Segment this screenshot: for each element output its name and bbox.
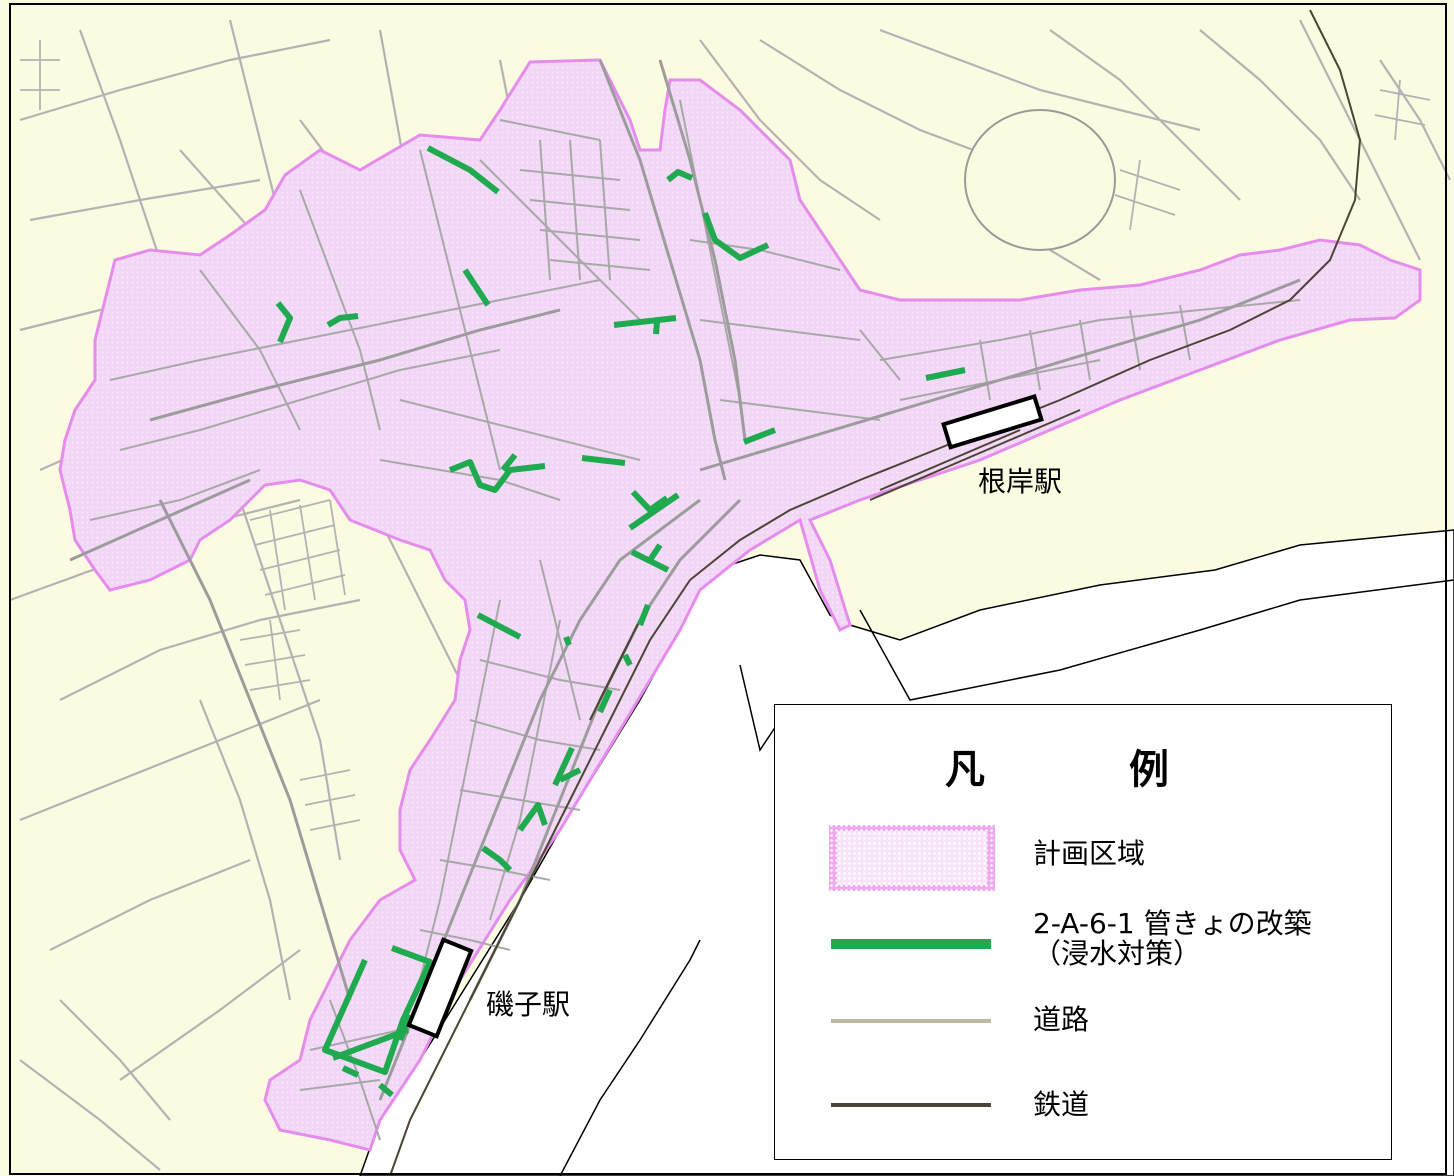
pipe-segment [563,635,572,647]
pipe-segment [558,767,582,783]
pipe-segment [702,211,770,261]
pier [859,579,1454,701]
pipe-segment [462,268,491,307]
pipe-segment [341,1065,360,1078]
park-ground [964,109,1116,251]
legend-swatch-planning-area [829,825,995,891]
map-legend: 凡 例 計画区域 2-A-6-1 管きょの改築 （浸水対策） 道路 鉄道 [774,704,1392,1160]
pipe-segment [653,321,660,335]
pipe-segment [331,1027,410,1061]
station-marker-isogo[interactable] [406,937,474,1039]
pipe-segment [476,612,522,640]
pipe-segment [637,603,651,627]
pipe-segment [742,427,777,445]
legend-swatch-pipe [831,939,991,949]
legend-swatch-road [831,1019,991,1023]
legend-label-planning-area: 計画区域 [1033,837,1146,870]
pipe-segment [517,802,548,832]
pipe-segment [481,845,513,873]
legend-label-pipe: 2-A-6-1 管きょの改築 （浸水対策） [1033,909,1312,969]
pipe-segment [322,945,433,1075]
pipe-segment [630,489,669,513]
legend-swatch-rail [831,1103,991,1107]
pipe-segment [630,549,670,573]
road-network-planning-area [89,99,1301,1141]
station-marker-negishi[interactable] [941,393,1044,450]
pipe-segment [397,1013,413,1042]
legend-label-pipe-line1: 2-A-6-1 管きょの改築 [1033,907,1312,940]
legend-label-rail: 鉄道 [1033,1088,1090,1121]
pipe-segment [326,313,359,328]
station-label-isogo: 磯子駅 [486,988,571,1021]
pier [559,939,701,1176]
pipe-segment [622,653,633,667]
legend-label-pipe-line2: （浸水対策） [1033,937,1202,970]
pipe-segment [275,301,293,344]
pipe-segment [666,169,694,183]
railway [389,9,1362,1176]
legend-swatch-planning-area-inner [837,831,987,885]
legend-label-road: 道路 [1033,1003,1090,1036]
pier [739,664,781,752]
pipe-segment [448,459,546,493]
pipe-segment [500,453,518,472]
pipe-segment [581,455,626,466]
pipe-segment [613,315,677,328]
pipe-segment [647,543,663,562]
pipe-segment [925,367,966,381]
map-frame [9,3,1447,1175]
pipe-segment [378,1082,394,1098]
planning-area [58,58,1422,1152]
pipe-segment [628,492,680,531]
road-network-grid [20,40,1431,831]
pipe-segment [426,145,500,195]
pipe-segment [552,746,575,787]
legend-title: 凡 例 [945,747,1221,793]
station-label-negishi: 根岸駅 [978,465,1063,498]
pipe-segment [597,688,613,714]
